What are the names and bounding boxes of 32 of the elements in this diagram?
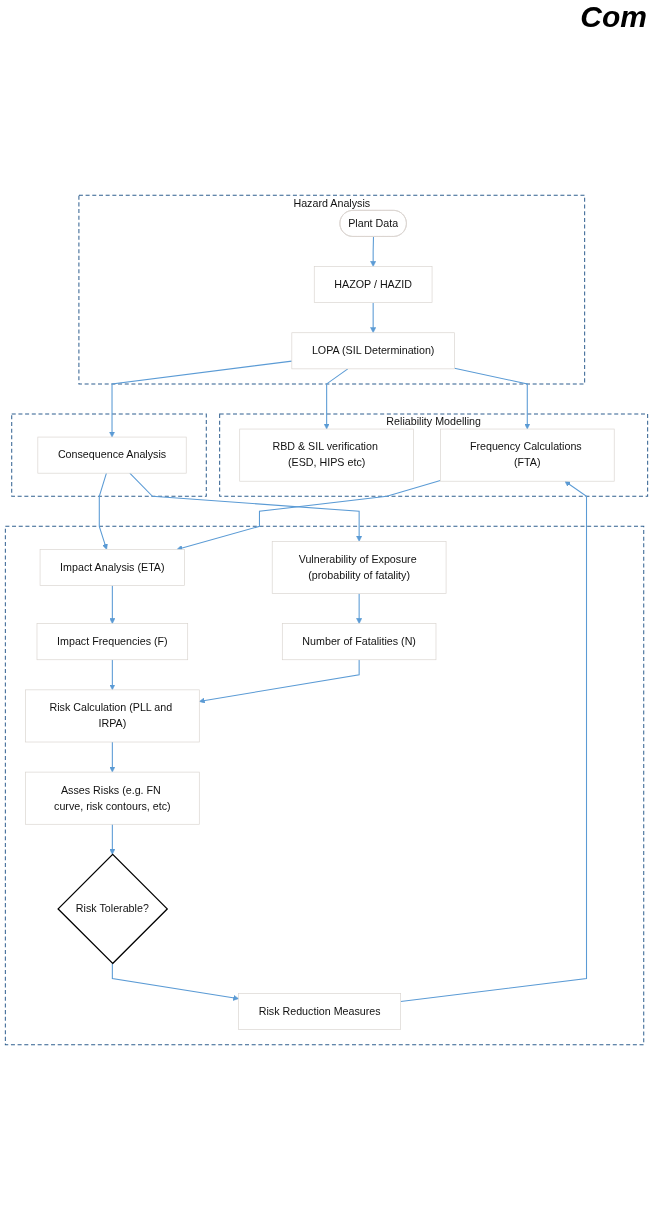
arrow	[98, 472, 108, 550]
node-box: Vulnerability of Exposure (probability of fatality)	[271, 541, 447, 594]
arrow	[370, 302, 377, 333]
arrow	[129, 472, 363, 542]
arrow	[400, 480, 588, 1003]
arrow	[453, 367, 531, 430]
arrow	[111, 962, 239, 1001]
node-box: Consequence Analysis	[37, 436, 187, 474]
arrow	[356, 593, 363, 624]
arrow	[323, 368, 349, 430]
arrow	[370, 236, 377, 267]
node-box: HAZOP / HAZID	[313, 266, 433, 303]
node-box: Asses Risks (e.g. FN curve, risk contours, etc)	[25, 771, 200, 825]
node-box: Frequency Calculations (FTA)	[440, 428, 615, 482]
cluster	[11, 413, 207, 497]
arrow	[109, 659, 116, 691]
node-box: Risk Reduction Measures	[238, 993, 401, 1030]
node-box: RBD & SIL verification (ESD, HIPS etc)	[239, 428, 414, 482]
arrow	[199, 659, 360, 704]
node-box: Number of Fatalities (N)	[281, 623, 437, 661]
node-box: LOPA (SIL Determination)	[291, 332, 455, 370]
title-fragment: Com	[580, 0, 647, 34]
cluster	[4, 525, 645, 1046]
arrow	[109, 585, 116, 624]
arrow	[109, 741, 116, 773]
arrow	[176, 480, 441, 551]
arrow	[109, 360, 293, 438]
node-box: Risk Calculation (PLL and IRPA)	[25, 689, 200, 743]
node-box: Impact Frequencies (F)	[36, 623, 189, 661]
node-diamond: Risk Tolerable?	[57, 853, 169, 965]
arrow	[109, 823, 116, 855]
node-box: Impact Analysis (ETA)	[39, 549, 185, 586]
